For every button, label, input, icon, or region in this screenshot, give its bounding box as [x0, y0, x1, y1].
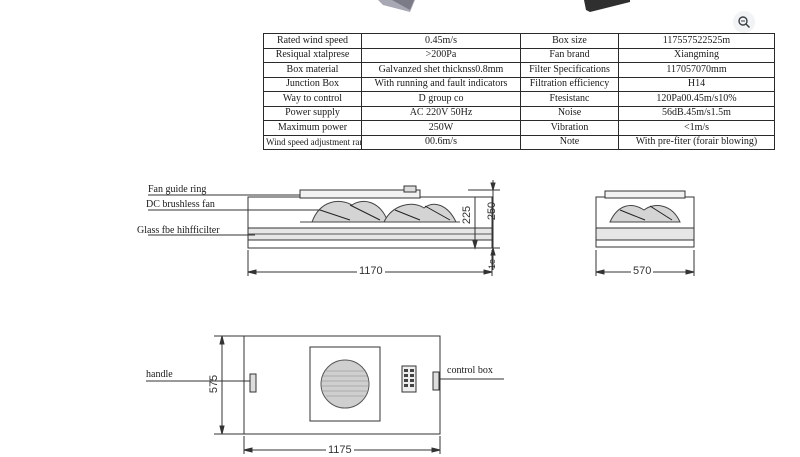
spec-value-cell: 117057070mm [618, 62, 775, 78]
spec-value-cell: D group co [361, 91, 521, 107]
spec-value-cell: 00.6m/s [361, 134, 521, 150]
spec-label-cell: Box size [520, 33, 619, 49]
top-height-dim: 575 [208, 374, 221, 394]
spec-value-cell: With pre-fiter (forair blowing) [618, 134, 775, 150]
spec-label-cell: Noise [520, 105, 619, 121]
side-small-dim: 1e [487, 258, 498, 270]
spec-label-cell: Wind speed adjustment range [263, 134, 362, 150]
spec-value-cell: AC 220V 50Hz [361, 105, 521, 121]
side-width-dim: 1170 [357, 265, 385, 277]
spec-value-cell: >200Pa [361, 47, 521, 63]
top-view-drawing [146, 335, 504, 454]
spec-label-cell: Ftesistanc [520, 91, 619, 107]
dc-brushless-fan-label: DC brushless fan [146, 199, 215, 210]
spec-value-cell: 250W [361, 120, 521, 136]
spec-label-cell: Box material [263, 62, 362, 78]
side-height-250-dim: 250 [486, 201, 499, 221]
control-box-label: control box [447, 365, 493, 376]
spec-value-cell: With running and fault indicators [361, 76, 521, 92]
spec-label-cell: Vibration [520, 120, 619, 136]
end-view-drawing [595, 190, 695, 276]
spec-value-cell: Galvanzed shet thicknss0.8mm [361, 62, 521, 78]
spec-value-cell: <1m/s [618, 120, 775, 136]
spec-label-cell: Filter Specifications [520, 62, 619, 78]
spec-value-cell: H14 [618, 76, 775, 92]
spec-label-cell: Fan brand [520, 47, 619, 63]
spec-label-cell: Rated wind speed [263, 33, 362, 49]
spec-row: Wind speed adjustment range00.6m/sNoteWi… [263, 134, 775, 150]
spec-label-cell: Resiqual xtalprese [263, 47, 362, 63]
fan-guide-ring-label: Fan guide ring [148, 184, 207, 195]
spec-value-cell: Xiangming [618, 47, 775, 63]
spec-value-cell: 120Pa00.45m/s10% [618, 91, 775, 107]
spec-label-cell: Maximum power [263, 120, 362, 136]
spec-value-cell: 56dB.45m/s1.5m [618, 105, 775, 121]
glass-filter-label: Glass fbe hihfficilter [137, 225, 220, 236]
zoom-lens-icon[interactable] [733, 11, 755, 33]
top-width-dim: 1175 [326, 444, 354, 456]
spec-label-cell: Way to control [263, 91, 362, 107]
end-width-dim: 570 [631, 265, 654, 277]
side-view-drawing [148, 180, 500, 276]
spec-label-cell: Junction Box [263, 76, 362, 92]
side-height-225-dim: 225 [461, 205, 474, 225]
spec-label-cell: Note [520, 134, 619, 150]
spec-label-cell: Power supply [263, 105, 362, 121]
top-image-fragments [378, 0, 630, 12]
handle-label: handle [146, 369, 173, 380]
spec-value-cell: 117557522525m [618, 33, 775, 49]
spec-label-cell: Filtration efficiency [520, 76, 619, 92]
spec-value-cell: 0.45m/s [361, 33, 521, 49]
